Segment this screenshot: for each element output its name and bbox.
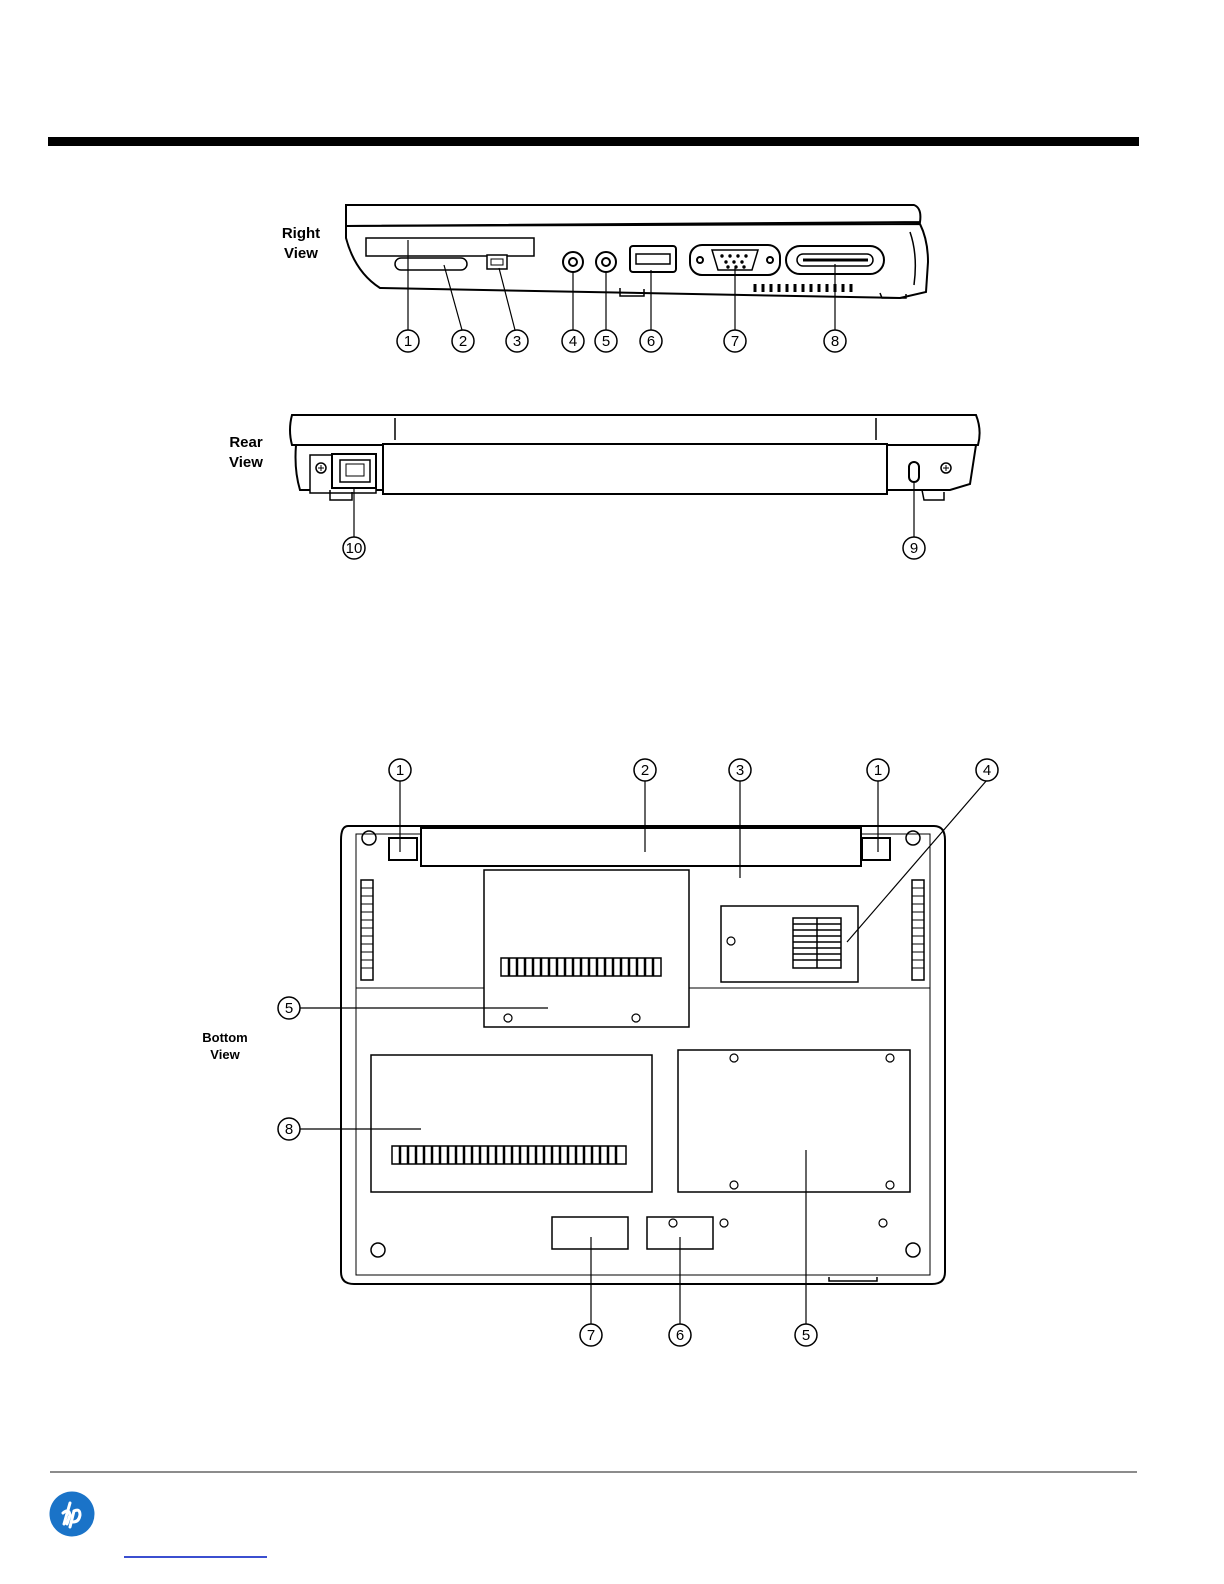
rear-view-drawing (290, 415, 980, 537)
bottom-callout-1b-num: 1 (874, 762, 882, 779)
bottom-callout-5a-num: 5 (285, 1000, 293, 1017)
bottom-callout-7-num: 7 (587, 1327, 595, 1344)
bottom-view-drawing (300, 780, 987, 1324)
footer-link-underline[interactable] (124, 1556, 267, 1558)
bottom-callout-1a-num: 1 (396, 762, 404, 779)
hp-logo (49, 1491, 95, 1537)
right-callout-1-num: 1 (404, 333, 412, 350)
right-callout-2-num: 2 (459, 333, 467, 350)
bottom-callout-8-num: 8 (285, 1121, 293, 1138)
right-callout-7-num: 7 (731, 333, 739, 350)
footer-rule (50, 1471, 1137, 1473)
rear-callout-10-num: 10 (346, 540, 363, 557)
right-view-drawing (346, 205, 928, 330)
bottom-callout-3-num: 3 (736, 762, 744, 779)
rear-callout-9-num: 9 (910, 540, 918, 557)
right-callout-8-num: 8 (831, 333, 839, 350)
bottom-callout-4-num: 4 (983, 762, 991, 779)
bottom-callout-5b-num: 5 (802, 1327, 810, 1344)
bottom-callout-6-num: 6 (676, 1327, 684, 1344)
right-callout-5-num: 5 (602, 333, 610, 350)
right-callout-6-num: 6 (647, 333, 655, 350)
right-callout-3-num: 3 (513, 333, 521, 350)
right-callout-4-num: 4 (569, 333, 577, 350)
bottom-callout-2-num: 2 (641, 762, 649, 779)
